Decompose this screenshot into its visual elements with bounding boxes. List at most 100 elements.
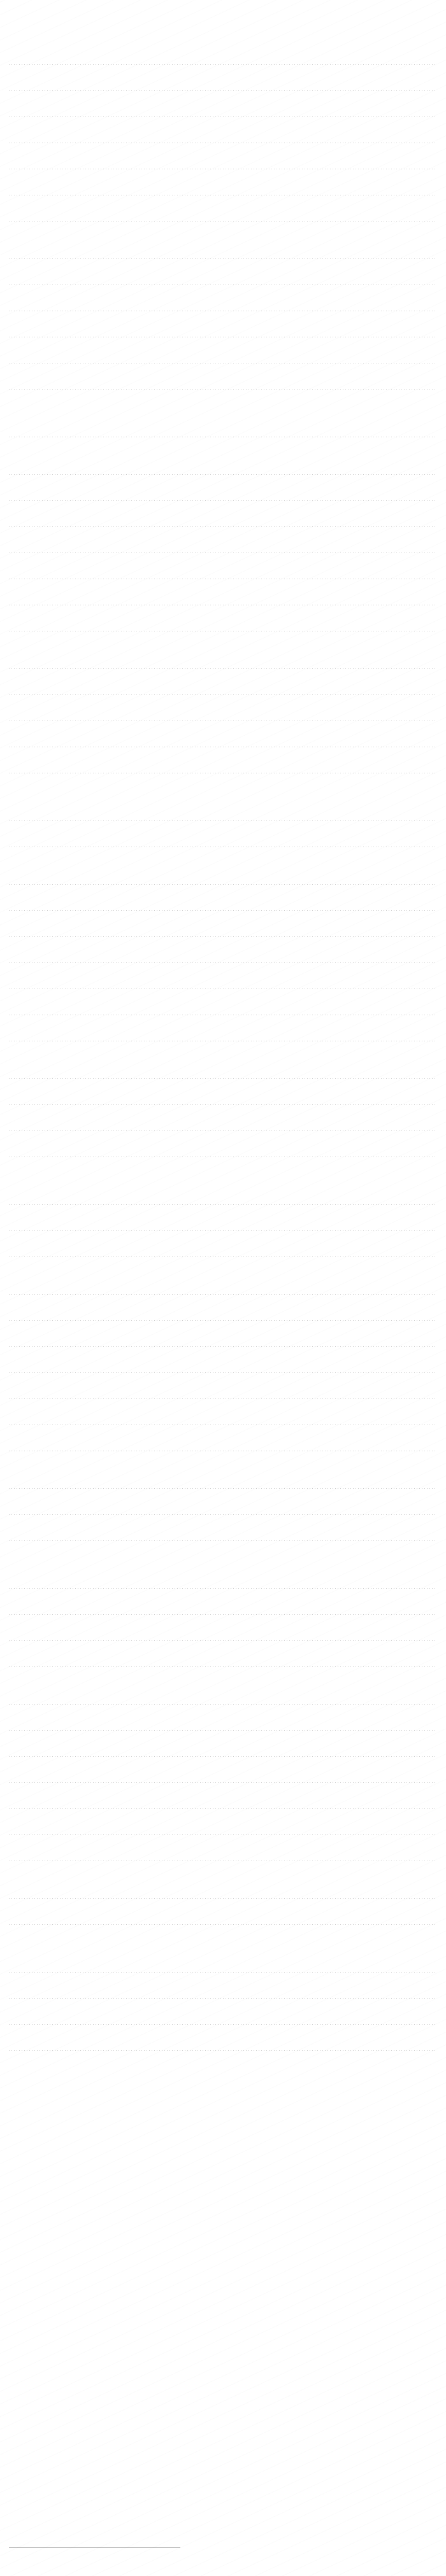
paragraph: [9, 1761, 437, 1780]
paragraph: [9, 994, 437, 1013]
paragraph-dotted-underline: [9, 1924, 437, 1925]
paragraph-dotted-underline: [9, 526, 437, 527]
paragraph: [9, 1136, 437, 1155]
paragraph: [9, 1162, 437, 1202]
page-footer: [9, 2542, 437, 2565]
paragraph-dotted-underline: [9, 1782, 437, 1783]
paragraph: [9, 342, 437, 361]
paragraph-dotted-underline: [9, 1346, 437, 1347]
paragraph-dotted-underline: [9, 1320, 437, 1321]
paragraph: [9, 673, 437, 693]
paragraph: [9, 442, 437, 472]
paragraph-dotted-underline: [9, 1104, 437, 1105]
paragraph-dotted-underline: [9, 500, 437, 501]
paragraph-dotted-underline: [9, 1372, 437, 1373]
paragraph: [9, 1545, 437, 1586]
paragraph: [9, 226, 437, 257]
paragraph: [9, 889, 437, 908]
paragraph: [9, 558, 437, 577]
paragraph: [9, 505, 437, 524]
paragraph-dotted-underline: [9, 1730, 437, 1731]
paragraph: [9, 1593, 437, 1612]
paragraph-dotted-underline: [9, 1972, 437, 1973]
paragraph: [9, 2003, 437, 2022]
header-scrawl: [6, 4, 437, 13]
paragraph: [9, 22, 437, 62]
paragraph: [9, 1619, 437, 1638]
paragraph: [9, 148, 437, 167]
paragraph-dotted-underline: [9, 474, 437, 475]
paragraph-dotted-underline: [9, 1588, 437, 1589]
paragraph-dotted-underline: [9, 1130, 437, 1131]
paragraph: [9, 752, 437, 771]
paragraph: [9, 1377, 437, 1397]
paragraph: [9, 1456, 437, 1486]
paragraph: [9, 122, 437, 141]
paragraph-dotted-underline: [9, 1204, 437, 1205]
paragraph: [9, 726, 437, 745]
paragraph: [9, 1325, 437, 1344]
paragraph: [9, 1519, 437, 1538]
paragraph: [9, 1840, 437, 1859]
paragraph-dotted-underline: [9, 258, 437, 259]
paragraph: [9, 368, 437, 387]
chapter-content: [9, 22, 437, 2051]
paragraph-dotted-underline: [9, 1614, 437, 1615]
paragraph: [9, 915, 437, 934]
paragraph-dotted-underline: [9, 1666, 437, 1667]
paragraph-dotted-underline: [9, 389, 437, 390]
paragraph-dotted-underline: [9, 1230, 437, 1231]
paragraph: [9, 1404, 437, 1423]
paragraph: [9, 700, 437, 719]
paragraph: [9, 200, 437, 219]
paragraph: [9, 394, 437, 435]
paragraph-dotted-underline: [9, 1540, 437, 1541]
paragraph-dotted-underline: [9, 1078, 437, 1079]
paragraph-dotted-underline: [9, 694, 437, 695]
paragraph-dotted-underline: [9, 1488, 437, 1489]
paragraph-dotted-underline: [9, 1898, 437, 1899]
paragraph-dotted-underline: [9, 116, 437, 117]
paragraph-dotted-underline: [9, 936, 437, 937]
paragraph: [9, 1020, 437, 1039]
paragraph-dotted-underline: [9, 1256, 437, 1257]
paragraph: [9, 1709, 437, 1728]
paragraph: [9, 69, 437, 88]
paragraph-dotted-underline: [9, 2050, 437, 2051]
paragraph: [9, 1083, 437, 1102]
paragraph: [9, 479, 437, 498]
paragraph: [9, 1109, 437, 1129]
paragraph: [9, 584, 437, 603]
paragraph-dotted-underline: [9, 1704, 437, 1705]
paragraph: [9, 1645, 437, 1665]
paragraph-dotted-underline: [9, 1398, 437, 1399]
paragraph: [9, 1046, 437, 1076]
paragraph: [9, 2029, 437, 2048]
paragraph: [9, 1929, 437, 1970]
paragraph: [9, 174, 437, 193]
paragraph: [9, 1235, 437, 1255]
paragraph: [9, 1262, 437, 1292]
paragraph: [9, 264, 437, 283]
paragraph-dotted-underline: [9, 1294, 437, 1295]
paragraph-dotted-underline: [9, 64, 437, 65]
paragraph: [9, 1735, 437, 1754]
paragraph: [9, 1813, 437, 1833]
paragraph-dotted-underline: [9, 962, 437, 963]
paragraph-dotted-underline: [9, 1998, 437, 1999]
paragraph-dotted-underline: [9, 668, 437, 669]
paragraph: [9, 316, 437, 335]
paragraph-dotted-underline: [9, 1756, 437, 1757]
paragraph: [9, 968, 437, 987]
paragraph: [9, 1977, 437, 1996]
paragraph: [9, 636, 437, 666]
paragraph-dotted-underline: [9, 1808, 437, 1809]
paragraph-dotted-underline: [9, 1834, 437, 1835]
paragraph: [9, 1430, 437, 1449]
paragraph: [9, 1493, 437, 1512]
paragraph: [9, 1672, 437, 1702]
paragraph-dotted-underline: [9, 884, 437, 885]
paragraph-dotted-underline: [9, 221, 437, 222]
paragraph: [9, 95, 437, 115]
